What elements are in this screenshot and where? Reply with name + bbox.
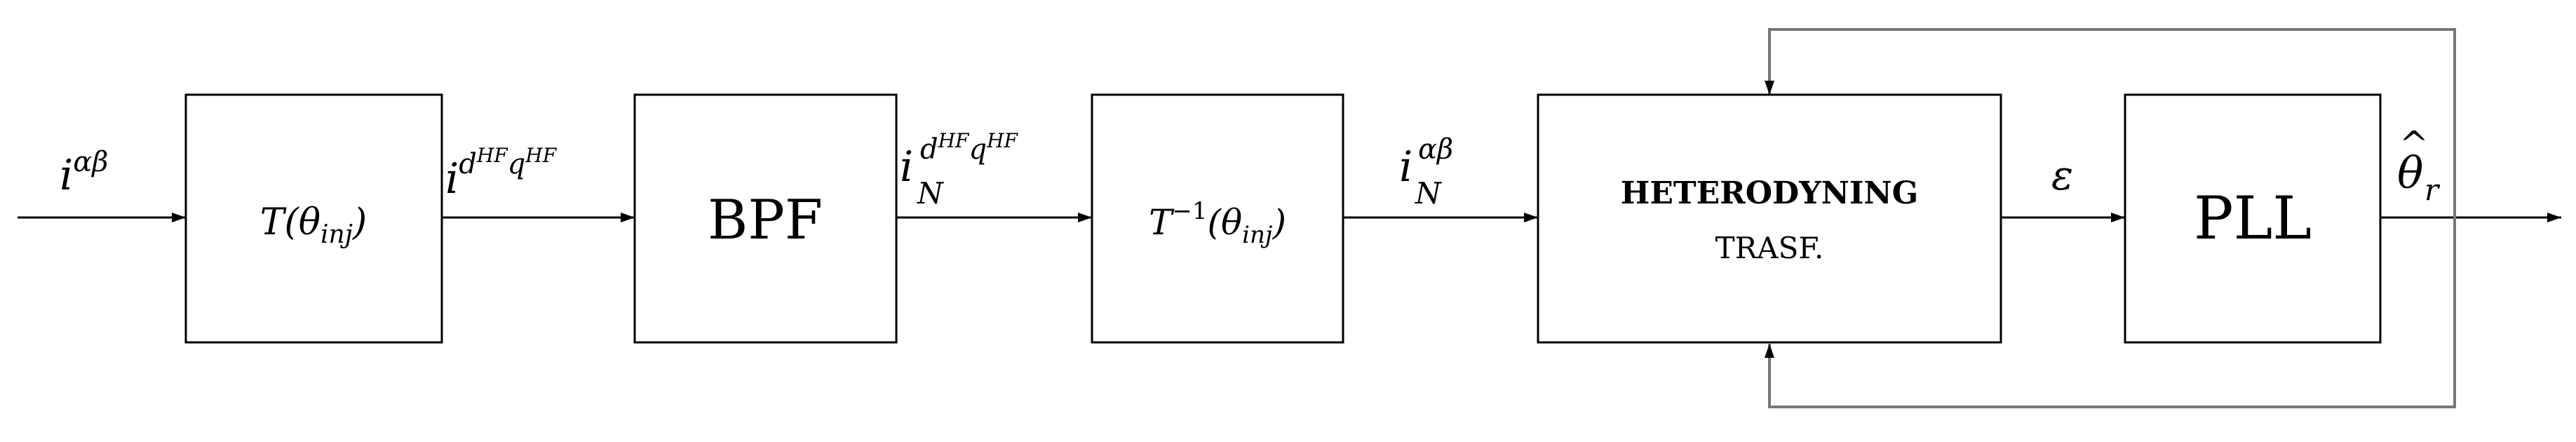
t-inv-prefix: T (1149, 202, 1175, 243)
t-inv-sub: inj (1242, 221, 1273, 249)
svg-text:^: ^ (2399, 123, 2429, 164)
bpf-label: BPF (708, 189, 823, 252)
svg-text:i: i (1399, 142, 1412, 192)
t-out-signal-label: idHFqHF (445, 144, 558, 203)
heterodyning-block: HETERODYNING TRASF. (1537, 93, 2002, 344)
bpf-out-signal-label: i N dHFqHF (900, 129, 1018, 210)
t-inj-sub: inj (321, 220, 353, 249)
t-inverse-label: T−1(θinj) (1149, 197, 1286, 249)
bpf-block: BPF (633, 93, 898, 344)
error-signal-label: ε (2051, 152, 2073, 199)
t-inj-suffix: ) (352, 201, 367, 243)
t-inj-block: T(θinj) (184, 93, 443, 344)
feedback-bottom-path (1765, 217, 2456, 408)
svg-text:αβ: αβ (1418, 133, 1453, 166)
svg-text:N: N (917, 176, 944, 210)
heterodyning-line1: HETERODYNING (1621, 175, 1918, 211)
t-inj-prefix: T(θ (260, 201, 321, 243)
t-inv-suffix: ) (1272, 202, 1286, 243)
t-inverse-block: T−1(θinj) (1091, 93, 1344, 344)
svg-text:dHFqHF: dHFqHF (920, 129, 1018, 166)
svg-text:r: r (2425, 173, 2441, 207)
heterodyning-line2: TRASF. (1715, 231, 1824, 265)
tinv-out-signal-label: i N αβ (1399, 133, 1453, 210)
t-inj-label: T(θinj) (260, 201, 367, 249)
t-inv-sup: −1 (1172, 197, 1207, 225)
pll-label: PLL (2194, 184, 2312, 253)
pll-block: PLL (2124, 93, 2382, 344)
svg-text:N: N (1415, 176, 1442, 210)
svg-text:i: i (900, 142, 913, 192)
input-signal-label: iαβ (60, 146, 108, 200)
feedback-top-path (1765, 28, 2456, 217)
svg-text:θ: θ (2397, 147, 2423, 199)
t-inv-mid: (θ (1208, 202, 1243, 243)
output-signal-label: θ ^ r (2397, 123, 2441, 207)
